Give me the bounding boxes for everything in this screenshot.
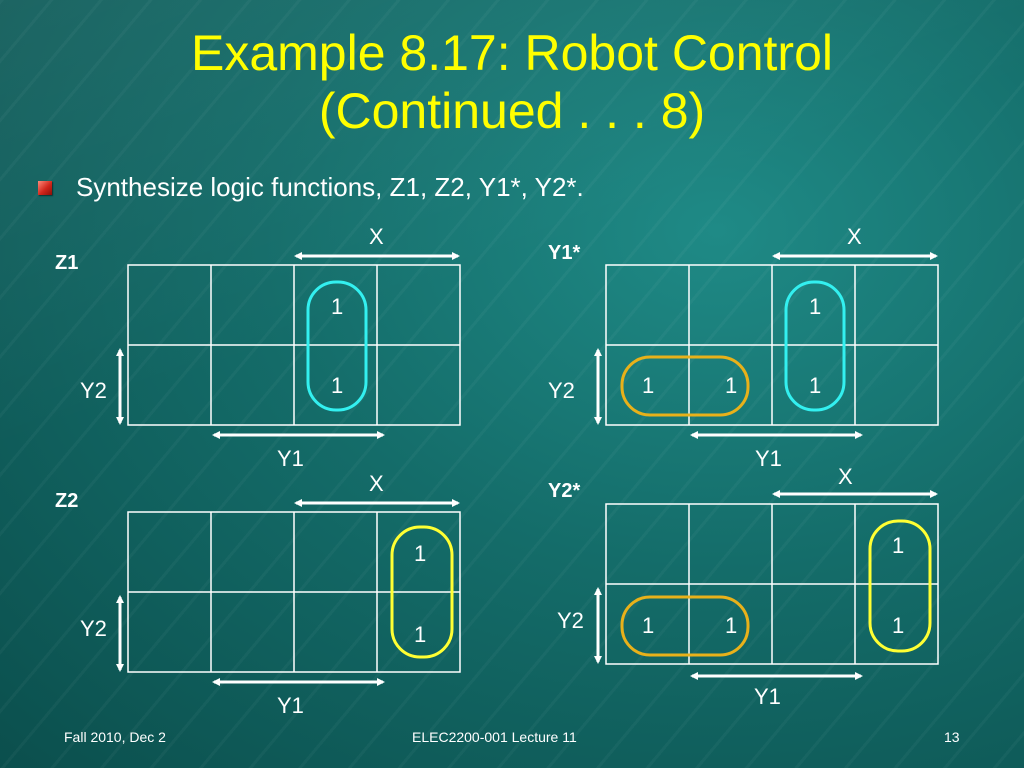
kmap-y1s-name: Y1* (548, 242, 581, 264)
kmap-z2-loop (390, 525, 454, 659)
title-line-1: Example 8.17: Robot Control (190, 25, 834, 81)
kmap-y2s-name: Y2* (548, 480, 581, 502)
kmap-z2-name: Z2 (55, 490, 79, 512)
footer-course: ELEC2200-001 Lecture 11 (412, 729, 577, 745)
kmap-z1-y2-label: Y2 (80, 378, 107, 403)
kmap-y1s-loop-cyan (784, 280, 846, 412)
kmap-y1s-one: 1 (725, 373, 738, 398)
kmap-y1s-x-label: X (847, 224, 862, 249)
kmap-y2s-one: 1 (642, 613, 655, 638)
kmap-y2s-x-label: X (838, 464, 853, 489)
kmap-y1s-y2-label: Y2 (548, 378, 575, 403)
kmap-z2 (116, 499, 461, 686)
kmap-y1s-y1-label: Y1 (755, 446, 782, 471)
slide-number: 13 (944, 729, 960, 745)
kmap-z2-x-label: X (369, 471, 384, 496)
bullet-text: Synthesize logic functions, Z1, Z2, Y1*,… (76, 172, 584, 202)
kmap-z2-one: 1 (414, 622, 427, 647)
kmap-y2s-y1-label: Y1 (754, 684, 781, 709)
kmap-z1-y1-label: Y1 (277, 446, 304, 471)
kmap-y2s-loop-orange (620, 595, 750, 657)
kmap-z2-one: 1 (414, 541, 427, 566)
kmap-z1-name: Z1 (55, 252, 79, 274)
kmap-y2s-one: 1 (892, 533, 905, 558)
kmap-z1 (116, 252, 461, 439)
kmap-y2s-one: 1 (892, 613, 905, 638)
kmap-y2s-loop-yellow (868, 519, 932, 653)
kmap-y2s (594, 490, 939, 680)
kmap-z1-one: 1 (331, 294, 344, 319)
kmap-y2s-y2-label: Y2 (557, 608, 584, 633)
kmap-y1s-one: 1 (809, 294, 822, 319)
slide-title: Example 8.17: Robot Control (Continued .… (0, 24, 1024, 140)
bullet-item: Synthesize logic functions, Z1, Z2, Y1*,… (38, 172, 584, 203)
square-bullet-icon (38, 180, 52, 195)
kmap-z2-y1-label: Y1 (277, 693, 304, 718)
kmap-z2-y2-label: Y2 (80, 616, 107, 641)
kmap-y2s-one: 1 (725, 613, 738, 638)
kmap-y1s-loop-orange (620, 355, 750, 417)
title-line-2: (Continued . . . 8) (318, 83, 706, 139)
kmap-y1s (594, 252, 939, 439)
kmap-z1-loop (306, 280, 368, 412)
kmap-y1s-one: 1 (642, 373, 655, 398)
footer-date: Fall 2010, Dec 2 (64, 729, 166, 745)
kmap-z1-x-label: X (369, 224, 384, 249)
kmap-z1-one: 1 (331, 373, 344, 398)
kmap-y1s-one: 1 (809, 373, 822, 398)
